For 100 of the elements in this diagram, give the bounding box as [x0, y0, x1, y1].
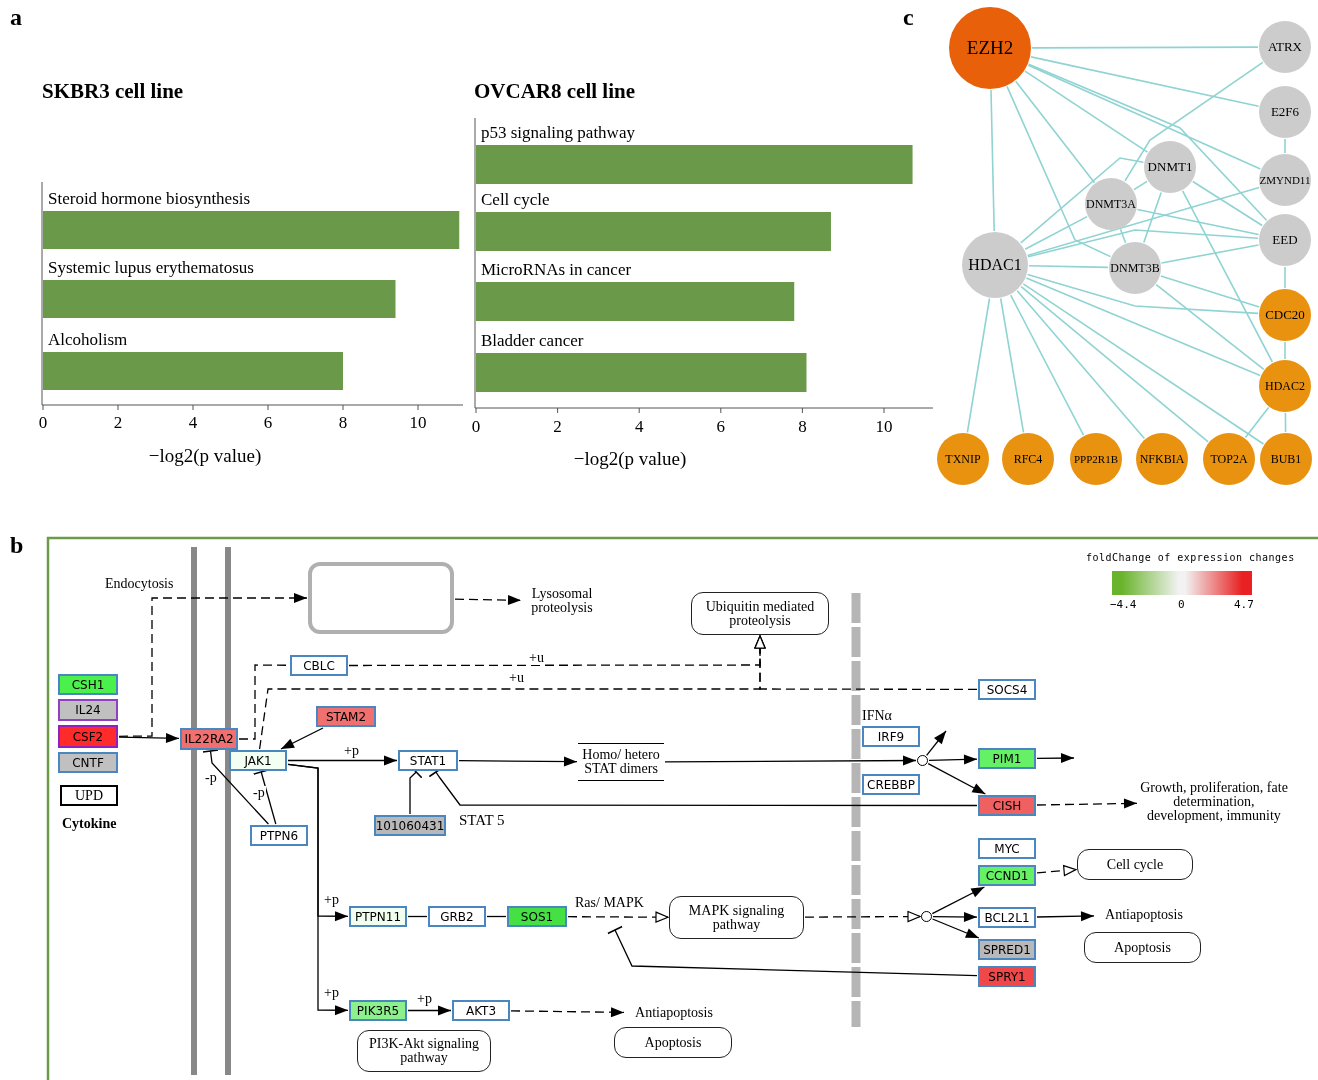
- protein-label: STAT 5: [459, 812, 505, 829]
- gene-name: ATRX: [1268, 39, 1302, 55]
- category-label: p53 signaling pathway: [481, 123, 635, 142]
- connector-line: [1155, 283, 1265, 371]
- inhibition-line: [606, 925, 978, 977]
- pathway-box: [669, 896, 804, 939]
- gene-name: RFC4: [1013, 451, 1043, 467]
- arrow: [510, 1007, 625, 1018]
- connector-line: [1143, 191, 1162, 244]
- axis-tick-label: 8: [798, 417, 807, 436]
- gene-box: [978, 748, 1036, 769]
- axis-tick-label: 4: [634, 417, 644, 436]
- connector-line: [1016, 290, 1146, 440]
- connector-line: [1284, 412, 1287, 433]
- chart-title: OVCAR8 cell line: [474, 79, 635, 103]
- edge-label: +u: [528, 651, 545, 665]
- category-label: Steroid hormone biosynthesis: [48, 189, 251, 208]
- inhibition-line: [201, 749, 270, 825]
- connector-line: [1136, 208, 1260, 236]
- gene-name: AKT3: [465, 1003, 497, 1018]
- axis-title: −log2(p value): [573, 448, 687, 469]
- connector-line: [1027, 63, 1268, 222]
- arrow: [1036, 865, 1077, 877]
- arrow: [931, 918, 980, 939]
- gene-box: [316, 706, 376, 727]
- edge-label: Endocytosis: [104, 577, 175, 591]
- connector-line: [1026, 186, 1260, 257]
- connector-line: [1024, 70, 1149, 153]
- gene-name: PTPN11: [354, 909, 402, 924]
- panel-letter: c: [903, 4, 914, 31]
- gene-box: [978, 939, 1036, 960]
- connector-line: [990, 89, 995, 232]
- gene-box: [58, 725, 118, 748]
- connector-line: [1020, 157, 1145, 244]
- process-label: Antiapoptosis: [625, 1004, 723, 1022]
- gene-name: NFKBIA: [1139, 451, 1185, 467]
- gene-box: [978, 679, 1036, 700]
- gene-name: STAM2: [325, 709, 367, 724]
- compartment-box: [308, 562, 454, 634]
- connector-line: [1284, 266, 1286, 289]
- gene-box: [290, 655, 348, 676]
- gene-circle: [1259, 214, 1311, 266]
- edge-label: +p: [323, 986, 340, 1000]
- gene-box: [60, 785, 118, 806]
- connector-line: [1133, 180, 1148, 191]
- arrow: [1036, 911, 1095, 922]
- connector-line: [1028, 264, 1109, 269]
- connector-line: [1119, 228, 1127, 244]
- junction-circle: [921, 911, 932, 922]
- gene-name: GRB2: [440, 909, 474, 924]
- gene-name: PIM1: [992, 751, 1022, 766]
- legend-label: 4.7: [1234, 598, 1254, 611]
- gene-box: [250, 825, 308, 846]
- gene-name: CSF2: [72, 729, 104, 744]
- axis-tick-label: 6: [263, 413, 273, 432]
- edge-label: Ras/ MAPK: [574, 896, 645, 910]
- axis-tick-label: 10: [875, 417, 893, 436]
- gene-circle: [1144, 141, 1196, 193]
- gene-name: CBLC: [303, 658, 335, 673]
- connector-line: [1031, 46, 1259, 49]
- connector-line: [1024, 215, 1088, 250]
- arrow: [925, 730, 947, 757]
- gene-box: [349, 1000, 407, 1021]
- gene-box: [507, 906, 567, 927]
- gene-box: [862, 774, 920, 795]
- axis-tick-label: 8: [338, 413, 348, 432]
- gene-name: CNTF: [72, 755, 104, 770]
- connector-line: [1160, 244, 1260, 264]
- connector-line: [1022, 283, 1265, 445]
- node-label: Cell cycle: [1106, 857, 1164, 872]
- gene-name: CDC20: [1265, 307, 1305, 323]
- arrow: [1036, 753, 1075, 764]
- gene-box: [978, 865, 1036, 886]
- axis-tick-label: 4: [188, 413, 198, 432]
- edge-label: +p: [343, 744, 360, 758]
- gene-name: ZMYND11: [1259, 174, 1311, 186]
- gene-circle: [1002, 433, 1054, 485]
- legend-label: 0: [1178, 598, 1185, 611]
- arrow: [287, 763, 349, 1016]
- category-label: MicroRNAs in cancer: [481, 260, 632, 279]
- inhibition-line: [252, 769, 277, 825]
- gene-name: IL22RA2: [184, 732, 234, 746]
- axis-tick-label: 2: [553, 417, 562, 436]
- gene-circle: [1070, 433, 1122, 485]
- gene-circle: [1259, 86, 1311, 138]
- node-label: Apoptosis: [1114, 940, 1171, 955]
- pathway-box: [691, 592, 829, 635]
- process-label: Homo/ hetero STAT dimers: [578, 743, 664, 781]
- gene-name: EED: [1272, 232, 1298, 248]
- category-label: Systemic lupus erythematosus: [48, 258, 254, 277]
- gene-circle: [1259, 21, 1311, 73]
- connector-line: [999, 297, 1025, 434]
- connector-line: [1160, 275, 1260, 308]
- process-label: Growth, proliferation, fate determination, development, immunity: [1138, 778, 1290, 826]
- edge-label: -p: [252, 786, 266, 800]
- gene-box: [452, 1000, 510, 1021]
- connector-line: [486, 915, 507, 918]
- gene-circle: [1259, 360, 1311, 412]
- gene-box: [349, 906, 407, 927]
- gene-name: PIK3R5: [356, 1003, 400, 1018]
